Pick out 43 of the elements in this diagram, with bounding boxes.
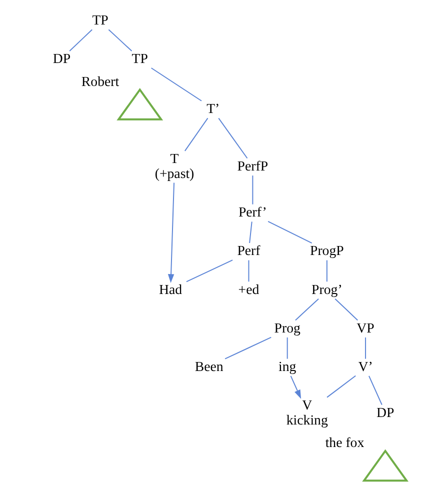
node-triangle	[116, 88, 164, 120]
node-text: DP	[52, 51, 71, 66]
connector	[365, 336, 366, 360]
node-text: Had	[159, 282, 182, 297]
connector	[218, 118, 248, 159]
node-text: T’	[206, 101, 220, 116]
node-text: DP	[376, 404, 394, 420]
connector	[184, 118, 208, 152]
node-text: Been	[194, 358, 224, 374]
node-text: Perf’	[238, 204, 267, 220]
node-text: T (+past)	[154, 151, 194, 181]
node-text: Prog’	[312, 282, 342, 297]
node-label: Robert	[81, 74, 120, 89]
connector	[326, 375, 356, 398]
node-text: ProgP	[310, 243, 344, 258]
connector	[150, 68, 202, 102]
connector	[69, 29, 93, 52]
connector	[368, 375, 382, 406]
node-label: the fox	[325, 435, 364, 450]
connector	[248, 260, 250, 282]
connector	[334, 298, 358, 321]
node-triangle	[362, 449, 409, 482]
connector	[249, 221, 252, 244]
node-text: Perf	[237, 243, 260, 258]
connector	[268, 220, 312, 244]
node-text: V’	[358, 358, 373, 374]
node-text: Prog	[274, 320, 300, 336]
node-text: +ed	[238, 282, 260, 297]
connector	[286, 336, 288, 360]
node-text: TP	[92, 12, 108, 28]
node-text: V kicking	[286, 398, 328, 428]
arrow	[168, 182, 175, 283]
connector	[186, 260, 234, 282]
node-text: PerfP	[237, 158, 268, 174]
node-text: TP	[132, 51, 148, 66]
node-text: VP	[356, 320, 374, 336]
node-text: ing	[278, 358, 296, 374]
connector	[294, 298, 320, 321]
connector	[326, 260, 328, 282]
connector	[108, 29, 132, 52]
connector	[252, 175, 254, 205]
arrow	[290, 375, 302, 399]
connector	[224, 336, 272, 360]
